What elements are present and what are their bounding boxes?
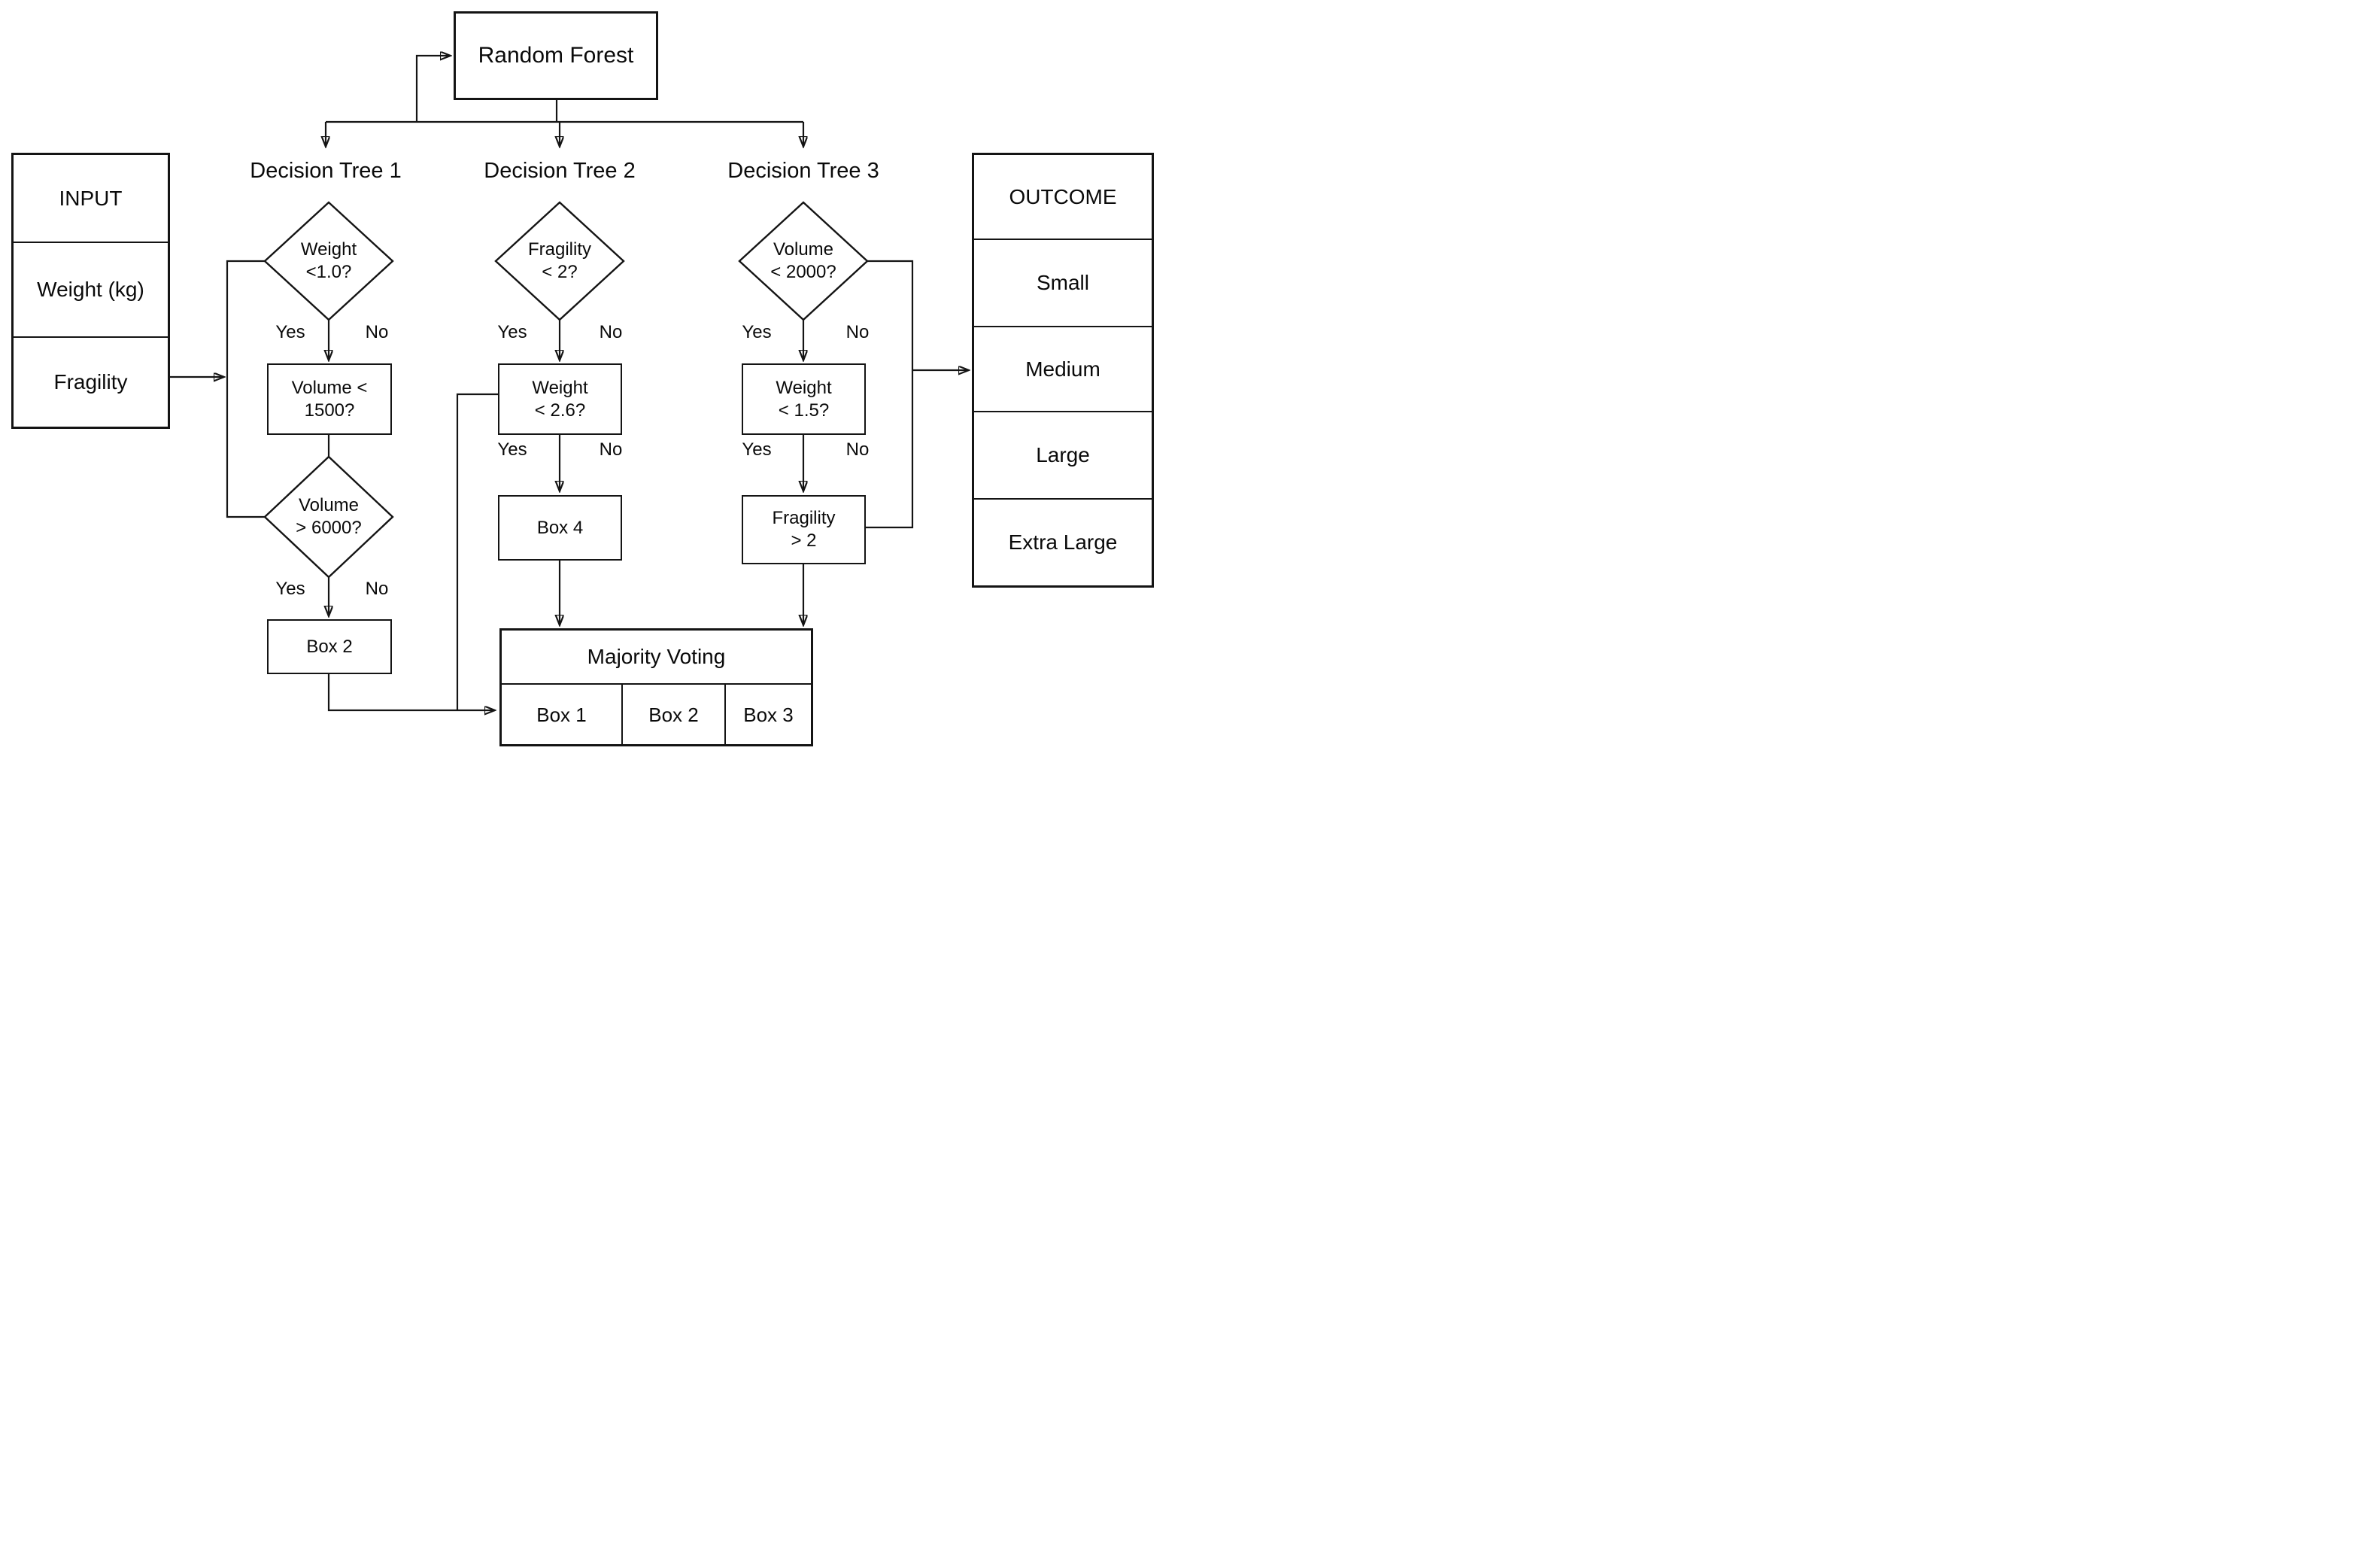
tree2-diamond1-line1: Fragility [527, 239, 591, 260]
tree3-no1-label: No [845, 322, 870, 342]
tree3-leaf-line1: Fragility [772, 508, 836, 528]
voting-cell-box2: Box 2 [621, 685, 724, 744]
edge-tree1-left-elbow [226, 260, 265, 518]
tree2-no1-label: No [599, 322, 623, 342]
tree1-diamond1-line2: <1.0? [305, 262, 352, 282]
tree3-box-line2: < 1.5? [778, 400, 830, 421]
outcome-row-large: Large [974, 411, 1152, 498]
tree2-leaf-box4: Box 4 [498, 495, 622, 561]
edge-tree2-left-connector [456, 393, 498, 710]
tree2-box-line2: < 2.6? [534, 400, 586, 421]
tree2-box-weight26: Weight < 2.6? [498, 363, 622, 435]
input-panel: INPUT Weight (kg) Fragility [11, 153, 170, 429]
outcome-panel: OUTCOME Small Medium Large Extra Large [972, 153, 1154, 588]
majority-voting-box: Majority Voting Box 1 Box 2 Box 3 [499, 628, 813, 746]
tree1-no1-label: No [365, 322, 389, 342]
edge-tree1-leaf-to-voting [327, 674, 495, 710]
tree2-diamond1-line2: < 2? [542, 262, 578, 282]
tree2-yes2-label: Yes [497, 439, 527, 460]
tree3-yes1-label: Yes [742, 322, 772, 342]
tree3-label: Decision Tree 3 [727, 159, 879, 183]
tree2-diamond1-text: Fragility < 2? [503, 204, 616, 318]
tree2-label: Decision Tree 2 [484, 159, 636, 183]
tree1-label: Decision Tree 1 [250, 159, 402, 183]
outcome-row-medium: Medium [974, 326, 1152, 411]
tree1-box-line2: 1500? [304, 400, 355, 421]
connector-layer [170, 0, 1163, 761]
input-row-fragility: Fragility [14, 336, 168, 427]
tree2-yes1-label: Yes [497, 322, 527, 342]
tree2-box-line1: Weight [532, 377, 588, 398]
tree1-diamond1-line1: Weight [300, 239, 357, 260]
input-row-weight: Weight (kg) [14, 242, 168, 336]
tree3-leaf-fragility: Fragility > 2 [742, 495, 866, 564]
outcome-panel-title: OUTCOME [1009, 184, 1117, 208]
tree1-diamond2-text: Volume > 6000? [272, 460, 385, 574]
tree3-leaf-line2: > 2 [791, 530, 817, 551]
tree3-box-line1: Weight [776, 377, 832, 398]
majority-voting-cells: Box 1 Box 2 Box 3 [502, 683, 811, 744]
tree1-diamond2-line1: Volume [298, 495, 360, 515]
voting-cell-box1: Box 1 [536, 703, 587, 726]
random-forest-box: Random Forest [454, 11, 658, 100]
tree3-no2-label: No [845, 439, 870, 460]
tree3-diamond1-line1: Volume [773, 239, 834, 260]
majority-voting-title: Majority Voting [587, 645, 726, 668]
tree3-diamond1-line2: < 2000? [770, 262, 836, 282]
tree1-box-line1: Volume < [291, 377, 368, 398]
outcome-row-small: Small [974, 239, 1152, 326]
input-panel-title: INPUT [59, 186, 123, 210]
tree1-yes2-label: Yes [275, 579, 305, 599]
tree1-diamond1-text: Weight <1.0? [272, 204, 385, 318]
tree3-diamond1-text: Volume < 2000? [747, 204, 860, 318]
outcome-row-extra-large: Extra Large [974, 498, 1152, 585]
tree3-box-weight15: Weight < 1.5? [742, 363, 866, 435]
edge-junction-to-rf [415, 56, 451, 122]
voting-cell-box3: Box 3 [724, 685, 811, 744]
tree1-leaf-box2: Box 2 [267, 619, 392, 674]
tree2-no2-label: No [599, 439, 623, 460]
tree1-diamond2-line2: > 6000? [296, 518, 362, 538]
tree1-box-volume1500: Volume < 1500? [267, 363, 392, 435]
edge-tree3-right-elbow [866, 260, 914, 529]
tree1-yes1-label: Yes [275, 322, 305, 342]
tree1-no2-label: No [365, 579, 389, 599]
flowchart-canvas: INPUT Weight (kg) Fragility Random Fores… [0, 0, 1163, 761]
tree3-yes2-label: Yes [742, 439, 772, 460]
